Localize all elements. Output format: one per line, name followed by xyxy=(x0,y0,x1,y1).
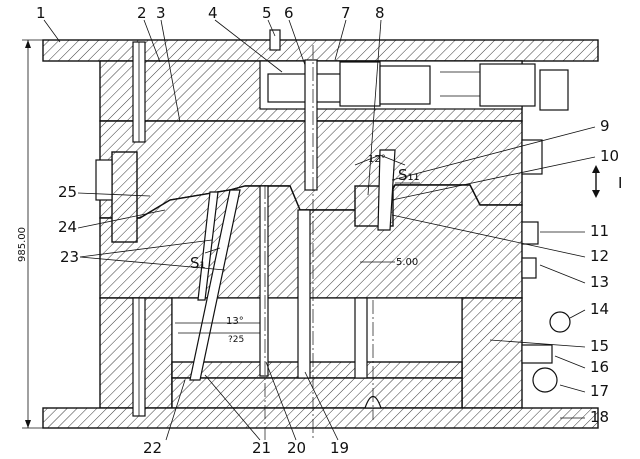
callout-17: 17 xyxy=(590,382,609,400)
bottom-clamp-plate xyxy=(42,407,599,429)
fitting-14 xyxy=(549,311,571,333)
ejector-plate xyxy=(171,377,463,409)
stroke-s1-label: S₁ xyxy=(190,254,206,272)
callout-2: 2 xyxy=(137,4,147,22)
callout-20: 20 xyxy=(287,439,306,457)
left-side-bracket xyxy=(95,159,113,201)
fitting-16 xyxy=(521,344,553,364)
top-clamp-plate xyxy=(42,39,599,62)
wire-connector xyxy=(539,69,569,111)
nozzle-tip xyxy=(304,59,318,191)
ejector-retainer-plate xyxy=(171,361,463,379)
lifter-rod xyxy=(189,189,241,381)
callout-8: 8 xyxy=(375,4,385,22)
sprue-puller xyxy=(364,395,382,409)
callout-18: 18 xyxy=(590,408,609,426)
callout-16: 16 xyxy=(590,358,609,376)
heater-block xyxy=(479,63,536,107)
fitting-9 xyxy=(521,139,543,175)
fitting-11 xyxy=(521,221,539,245)
callout-19: 19 xyxy=(330,439,349,457)
angle-top-label: 12° xyxy=(368,154,386,165)
callout-23: 23 xyxy=(60,248,79,266)
callout-10: 10 xyxy=(600,147,619,165)
callout-12: 12 xyxy=(590,247,609,265)
callout-3: 3 xyxy=(156,4,166,22)
callout-25: 25 xyxy=(58,183,77,201)
slide-wedge xyxy=(377,149,396,231)
callout-11: 11 xyxy=(590,222,609,240)
callout-13: 13 xyxy=(590,273,609,291)
callout-4: 4 xyxy=(208,4,218,22)
lifter-rod-2 xyxy=(197,191,219,301)
callout-14: 14 xyxy=(590,300,609,318)
lifter-dimension: ?25 xyxy=(228,335,244,345)
direction-label: I xyxy=(618,174,622,192)
fitting-13 xyxy=(521,257,537,279)
leader-lines xyxy=(43,19,596,441)
right-spacer-block xyxy=(461,297,523,409)
callout-22: 22 xyxy=(143,439,162,457)
nozzle-block-b xyxy=(379,65,431,105)
ejector-pin-20 xyxy=(259,185,269,377)
stroke-s11-label: S₁₁ xyxy=(398,166,420,184)
sprue-bushing xyxy=(269,29,281,51)
callout-21: 21 xyxy=(252,439,271,457)
callout-1: 1 xyxy=(36,4,46,22)
overall-height-dimension: 985.00 xyxy=(17,227,28,262)
callout-9: 9 xyxy=(600,117,610,135)
angle-lifter-label: 13° xyxy=(226,316,244,327)
callout-7: 7 xyxy=(341,4,351,22)
callout-24: 24 xyxy=(58,218,77,236)
callout-6: 6 xyxy=(284,4,294,22)
callout-5: 5 xyxy=(262,4,272,22)
fitting-17 xyxy=(532,367,558,393)
side-block xyxy=(111,151,138,243)
nozzle-block-a xyxy=(339,61,381,107)
offset-dimension: 5.00 xyxy=(396,257,418,268)
ejector-pin-19 xyxy=(297,209,311,379)
callout-15: 15 xyxy=(590,337,609,355)
return-pin xyxy=(354,297,368,379)
